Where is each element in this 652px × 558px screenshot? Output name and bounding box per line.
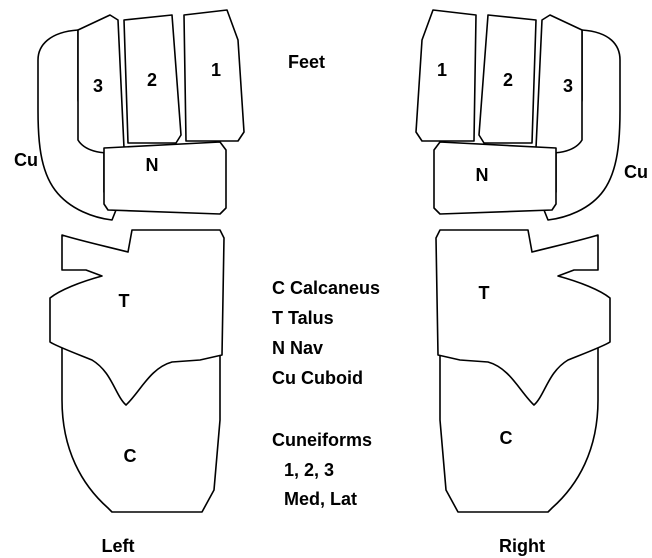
left-cuneiform-2-label: 2 bbox=[147, 70, 157, 90]
left-foot-caption: Left bbox=[102, 536, 135, 556]
left-calcaneus-label: C bbox=[124, 446, 137, 466]
right-cuneiform-3-label: 3 bbox=[563, 76, 573, 96]
right-calcaneus-label: C bbox=[500, 428, 513, 448]
left-navicular-label: N bbox=[146, 155, 159, 175]
left-cuneiform-3-label: 3 bbox=[93, 76, 103, 96]
right-cuboid-label: Cu bbox=[624, 162, 648, 182]
right-cuneiform-3-bone bbox=[536, 15, 582, 153]
right-cuneiform-1-label: 1 bbox=[437, 60, 447, 80]
left-cuboid-label: Cu bbox=[14, 150, 38, 170]
right-navicular-label: N bbox=[476, 165, 489, 185]
legend-line: N Nav bbox=[272, 338, 323, 358]
left-talus-label: T bbox=[119, 291, 130, 311]
right-navicular-bone bbox=[434, 142, 556, 214]
right-foot: 1 2 3 Cu N T C Right bbox=[416, 10, 648, 556]
legend-line: Cu Cuboid bbox=[272, 368, 363, 388]
bone-legend: C Calcaneus T Talus N Nav Cu Cuboid Cune… bbox=[272, 278, 380, 509]
right-cuneiform-2-label: 2 bbox=[503, 70, 513, 90]
legend-line: C Calcaneus bbox=[272, 278, 380, 298]
diagram-title: Feet bbox=[288, 52, 325, 72]
cuneiforms-line: Med, Lat bbox=[284, 489, 357, 509]
legend-line: T Talus bbox=[272, 308, 334, 328]
left-navicular-bone bbox=[104, 142, 226, 214]
right-foot-caption: Right bbox=[499, 536, 545, 556]
right-talus-label: T bbox=[479, 283, 490, 303]
cuneiforms-heading: Cuneiforms bbox=[272, 430, 372, 450]
cuneiforms-line: 1, 2, 3 bbox=[284, 460, 334, 480]
left-foot: 3 2 1 Cu N T C Left bbox=[14, 10, 244, 556]
left-cuneiform-1-label: 1 bbox=[211, 60, 221, 80]
